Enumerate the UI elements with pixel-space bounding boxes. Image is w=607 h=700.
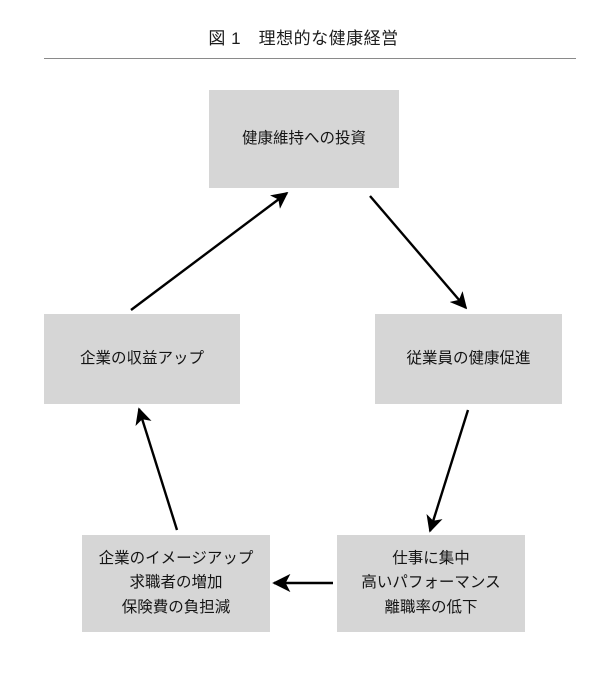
node-investment[interactable]: 健康維持への投資	[209, 90, 399, 188]
figure-title: 図 1 理想的な健康経営	[208, 29, 399, 48]
node-profit[interactable]: 企業の収益アップ	[44, 314, 240, 404]
arrow-employee-health-to-performance	[426, 409, 470, 533]
arrow-image-up-to-profit	[135, 407, 179, 531]
arrow-investment-to-employee-health	[369, 195, 468, 310]
node-performance[interactable]: 仕事に集中 高いパフォーマンス 離職率の低下	[337, 535, 525, 632]
title-divider	[44, 58, 576, 59]
node-employee-health[interactable]: 従業員の健康促進	[375, 314, 562, 404]
node-image-up[interactable]: 企業のイメージアップ 求職者の増加 保険費の負担減	[82, 535, 270, 632]
arrow-profit-to-investment	[130, 191, 289, 311]
